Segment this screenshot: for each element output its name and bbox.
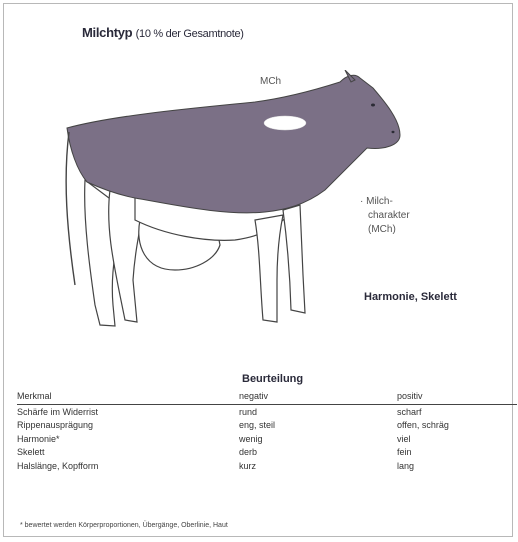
cow-nostril — [392, 131, 395, 133]
title-main: Milchtyp — [82, 25, 132, 40]
cell-negativ: wenig — [239, 432, 397, 446]
cell-merkmal: Rippenausprägung — [17, 419, 239, 433]
footnote: * bewertet werden Körperproportionen, Üb… — [20, 522, 228, 529]
legend-line-2: charakter — [360, 209, 410, 223]
mch-marker — [264, 116, 306, 130]
mch-marker-label: MCh — [260, 76, 281, 87]
cow-body — [67, 75, 400, 213]
legend-line-3: (MCh) — [360, 223, 410, 237]
cell-positiv: lang — [397, 459, 517, 473]
header-positiv: positiv — [397, 388, 517, 405]
table-row: Halslänge, Kopfform kurz lang — [17, 459, 517, 473]
title-sub: (10 % der Gesamtnote) — [136, 28, 244, 40]
legend-text-1: Milch- — [366, 196, 393, 207]
cell-positiv: offen, schräg — [397, 419, 517, 433]
cell-merkmal: Halslänge, Kopfform — [17, 459, 239, 473]
header-merkmal: Merkmal — [17, 388, 239, 405]
header-negativ: negativ — [239, 388, 397, 405]
table-header-row: Merkmal negativ positiv — [17, 388, 517, 405]
cell-merkmal: Skelett — [17, 446, 239, 460]
harmonie-label: Harmonie, Skelett — [364, 291, 457, 303]
cow-front-leg — [255, 215, 283, 322]
legend-line-1: · Milch- — [360, 195, 410, 209]
legend-bullet-icon: · — [360, 196, 363, 207]
criteria-table: Merkmal negativ positiv Schärfe im Wider… — [17, 388, 517, 473]
table-row: Harmonie* wenig viel — [17, 432, 517, 446]
cow-front-leg-2 — [283, 205, 305, 313]
cell-merkmal: Schärfe im Widerrist — [17, 405, 239, 419]
assessment-heading: Beurteilung — [242, 373, 303, 385]
table-row: Rippenausprägung eng, steil offen, schrä… — [17, 419, 517, 433]
cell-positiv: fein — [397, 446, 517, 460]
cell-merkmal: Harmonie* — [17, 432, 239, 446]
table-row: Skelett derb fein — [17, 446, 517, 460]
table-row: Schärfe im Widerrist rund scharf — [17, 405, 517, 419]
page-title: Milchtyp (10 % der Gesamtnote) — [82, 25, 244, 40]
cell-negativ: derb — [239, 446, 397, 460]
cow-eye — [371, 104, 375, 107]
cell-negativ: rund — [239, 405, 397, 419]
legend-milchcharakter: · Milch- charakter (MCh) — [360, 195, 410, 237]
cell-positiv: viel — [397, 432, 517, 446]
cell-positiv: scharf — [397, 405, 517, 419]
cell-negativ: eng, steil — [239, 419, 397, 433]
cell-negativ: kurz — [239, 459, 397, 473]
